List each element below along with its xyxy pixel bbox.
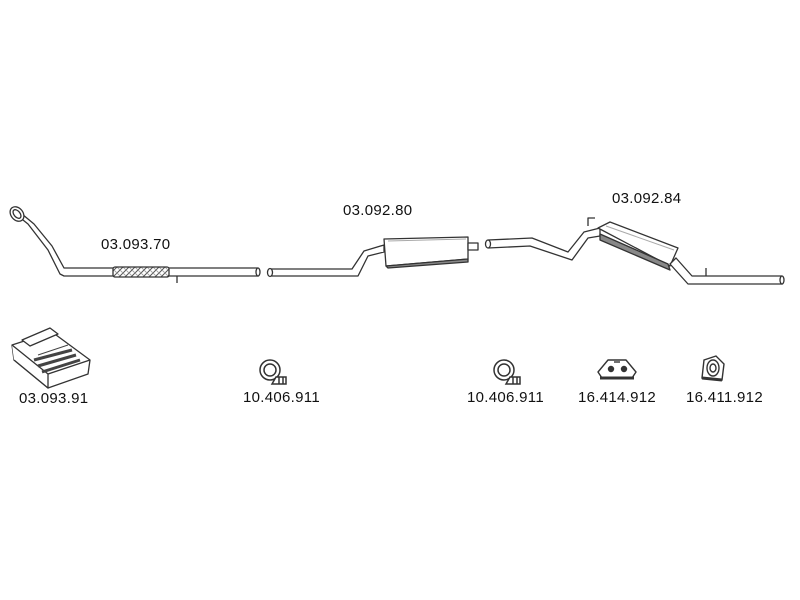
part-number-mounting-kit: 03.093.91 [19, 390, 89, 407]
part-number-rear-muffler: 03.092.84 [612, 190, 682, 207]
part-number-clamp-1: 10.406.911 [243, 389, 320, 406]
part-number-hanger-2: 16.411.912 [686, 389, 763, 406]
part-number-center-muffler: 03.092.80 [343, 202, 413, 219]
rubber-hanger-icon [597, 359, 637, 380]
pipe-clamp-icon [259, 359, 287, 385]
pipe-clamp-icon [493, 359, 521, 385]
center-muffler-icon [266, 236, 479, 278]
part-number-hanger-1: 16.414.912 [578, 389, 657, 406]
rear-muffler-icon [484, 217, 785, 285]
part-number-clamp-2: 10.406.911 [467, 389, 544, 406]
rubber-ring-hanger-icon [701, 355, 725, 382]
front-exhaust-pipe-icon [9, 206, 261, 283]
mounting-kit-box-icon [11, 327, 91, 389]
part-number-front-pipe: 03.093.70 [101, 236, 171, 253]
